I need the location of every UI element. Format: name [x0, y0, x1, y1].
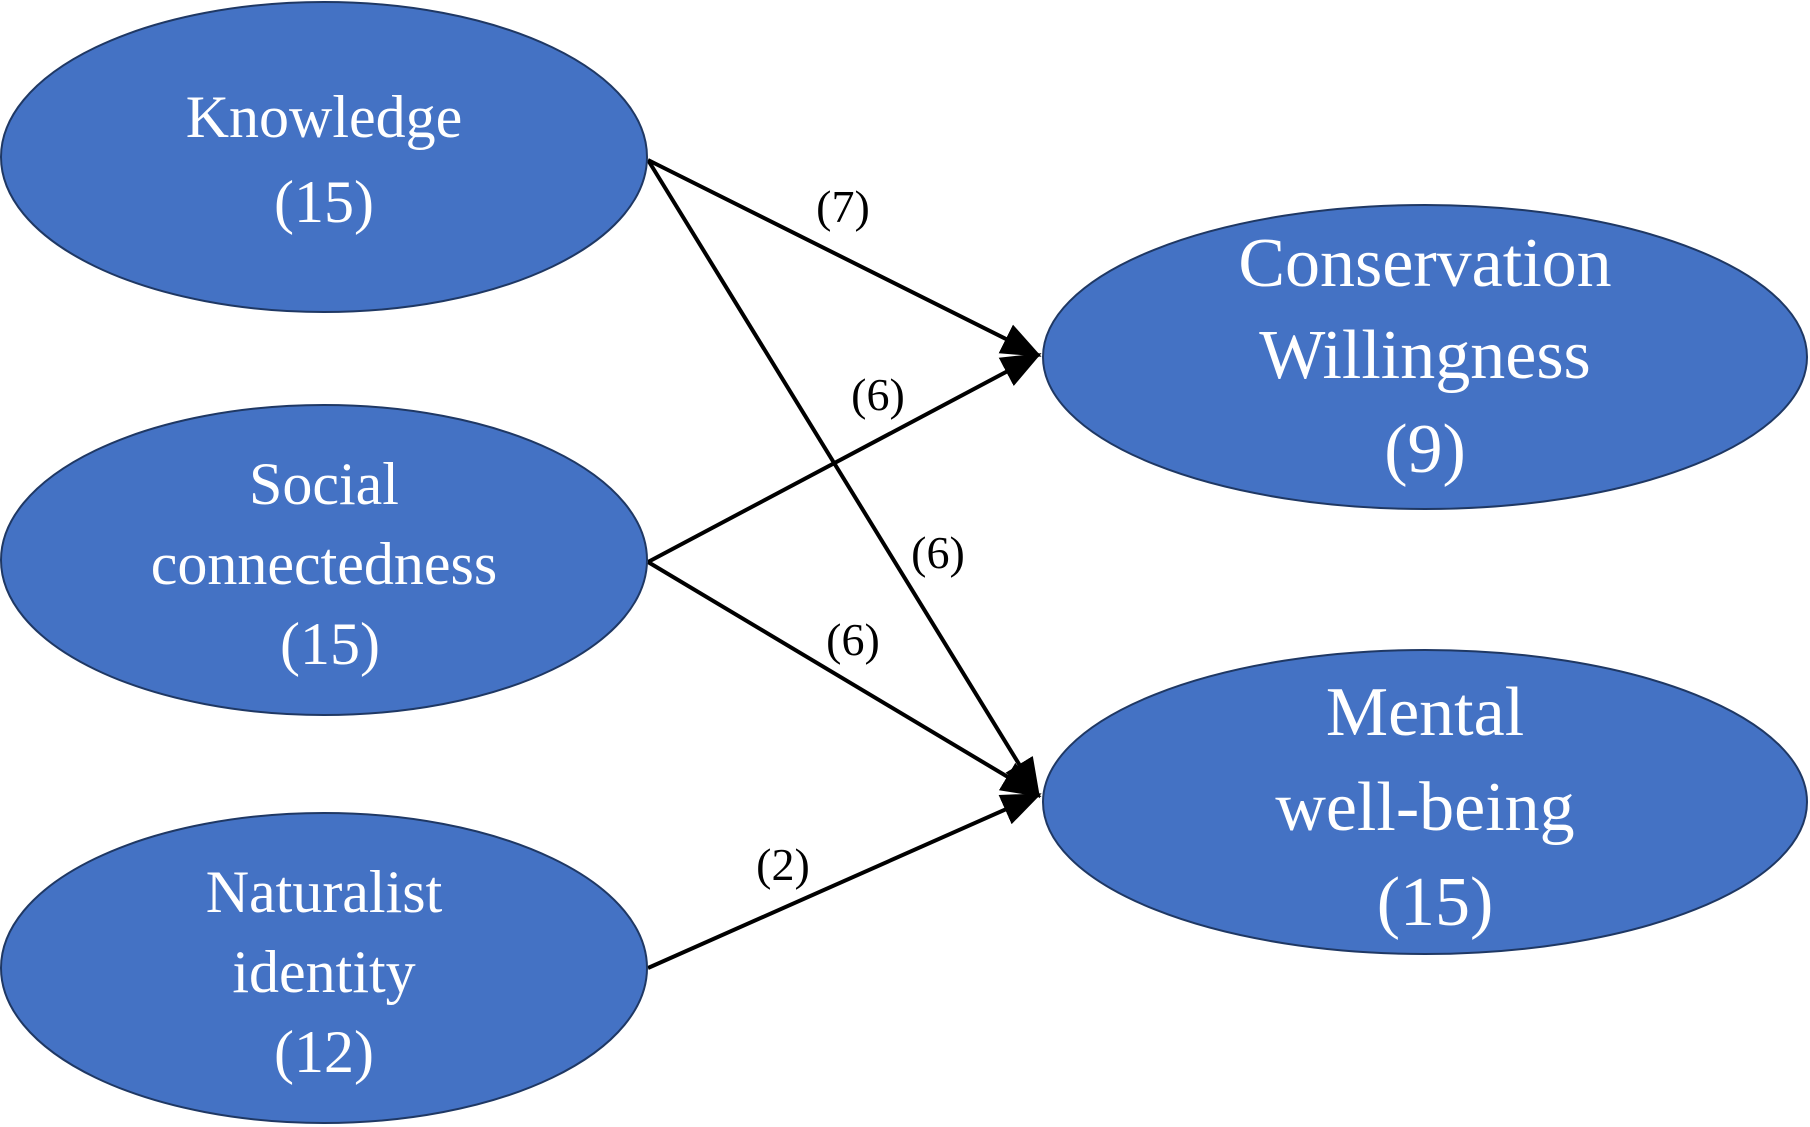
node-naturalist-count: (12) [274, 1019, 374, 1085]
node-social-label-line2: connectedness [151, 531, 498, 597]
node-naturalist-label-line1: Naturalist [206, 859, 443, 925]
edge-label-social-conservation: (6) [851, 369, 905, 420]
edges [646, 158, 1042, 970]
node-naturalist-shape [0, 812, 648, 1124]
edge-label-knowledge-conservation: (7) [816, 181, 870, 232]
edge-knowledge-to-mental [646, 158, 1041, 799]
node-knowledge-label: Knowledge [186, 84, 463, 150]
node-knowledge: Knowledge (15) [0, 1, 648, 313]
node-mental-well-being: Mental well-being (15) [1042, 649, 1808, 955]
node-conservation-label-line2: Willingness [1259, 317, 1591, 394]
node-conservation-willingness: Conservation Willingness (9) [1042, 204, 1808, 510]
node-knowledge-shape [0, 1, 648, 313]
edge-label-knowledge-mental: (6) [911, 527, 965, 578]
node-social-label-line1: Social [249, 451, 399, 517]
edge-label-social-mental: (6) [826, 614, 880, 665]
node-mental-label-line2: well-being [1275, 769, 1574, 846]
edge-naturalist-to-mental [647, 793, 1042, 970]
edge-label-naturalist-mental: (2) [756, 839, 810, 890]
edge-social-to-mental [646, 560, 1042, 798]
node-naturalist-label-line2: identity [232, 939, 415, 1005]
node-social-shape [0, 404, 648, 716]
node-knowledge-count: (15) [274, 169, 374, 235]
node-conservation-count: (9) [1384, 411, 1466, 488]
node-social-count: (15) [280, 611, 380, 677]
node-mental-label-line1: Mental [1326, 674, 1524, 751]
node-mental-count: (15) [1377, 864, 1494, 941]
node-conservation-shape [1042, 204, 1808, 510]
edge-labels: (7) (6) (6) (6) (2) [756, 181, 965, 890]
node-social-connectedness: Social connectedness (15) [0, 404, 648, 716]
node-conservation-label-line1: Conservation [1238, 225, 1611, 302]
node-mental-shape [1042, 649, 1808, 955]
node-naturalist-identity: Naturalist identity (12) [0, 812, 648, 1124]
edge-knowledge-to-conservation [647, 158, 1042, 357]
edge-social-to-conservation [647, 353, 1042, 564]
